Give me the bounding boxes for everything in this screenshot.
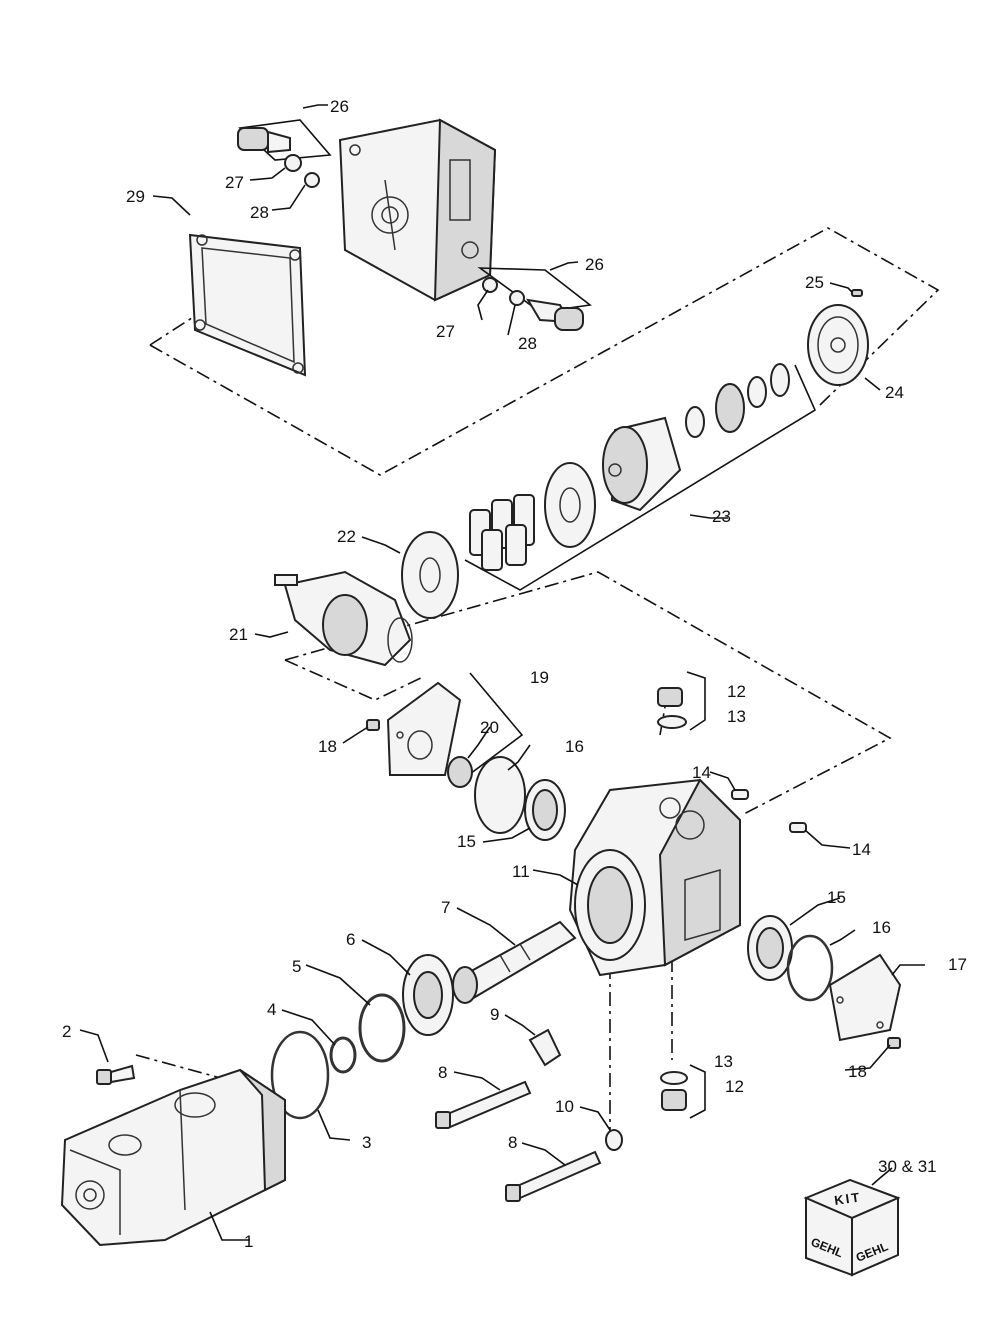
callout-18a: 18: [318, 737, 337, 756]
part-14-pin-lower: [789, 822, 807, 833]
part-21-swashplate: [274, 570, 413, 667]
part-5-retaining-ring: [358, 993, 406, 1063]
callout-24: 24: [885, 383, 904, 402]
callout-30-31: 30 & 31: [878, 1157, 937, 1176]
callout-15b: 15: [827, 888, 846, 907]
kit-top-label: KIT: [833, 1189, 862, 1208]
part-16-oring-lower: [786, 934, 834, 1002]
callout-17: 17: [948, 955, 967, 974]
callout-29: 29: [126, 187, 145, 206]
part-3-oring: [270, 1030, 330, 1120]
part-20-seal: [447, 756, 473, 788]
callout-14b: 14: [852, 840, 871, 859]
callout-3: 3: [362, 1133, 371, 1152]
callout-19: 19: [530, 668, 549, 687]
callout-20: 20: [480, 718, 499, 737]
part-26-relief-valve-upper: [237, 119, 332, 161]
part-27-oring-upper: [284, 154, 302, 172]
callout-27a: 27: [225, 173, 244, 192]
callout-6: 6: [346, 930, 355, 949]
callout-16b: 16: [872, 918, 891, 937]
part-15-bearing-lower: [747, 915, 793, 981]
part-18-bolt-lower: [887, 1037, 901, 1049]
part-13-oring-upper: [657, 715, 687, 729]
part-12-plug-upper: [657, 671, 706, 731]
part-4-snap-ring: [329, 1036, 357, 1074]
part-7-shaft: [452, 920, 577, 1004]
part-28-oring-upper: [304, 172, 320, 188]
callout-28a: 28: [250, 203, 269, 222]
callout-12a: 12: [727, 682, 746, 701]
callout-13a: 13: [727, 707, 746, 726]
kit-box: KIT GEHL GEHL: [803, 1178, 901, 1277]
leader-lines: [79, 104, 925, 1241]
part-18-bolt-upper: [366, 719, 380, 731]
callout-1: 1: [244, 1232, 253, 1251]
callout-4: 4: [267, 1000, 276, 1019]
callout-2: 2: [62, 1022, 71, 1041]
part-19-cover-plate: [386, 672, 524, 781]
callout-15a: 15: [457, 832, 476, 851]
part-17-cover: [828, 953, 902, 1042]
callout-8b: 8: [508, 1133, 517, 1152]
callout-10: 10: [555, 1097, 574, 1116]
callout-5: 5: [292, 957, 301, 976]
part-15-bearing-upper: [524, 779, 566, 841]
callout-18b: 18: [848, 1062, 867, 1081]
end-cover: [338, 118, 497, 302]
callout-26a: 26: [330, 97, 349, 116]
callout-28b: 28: [518, 334, 537, 353]
callout-23: 23: [712, 507, 731, 526]
part-10-washer: [605, 1129, 623, 1151]
callout-27b: 27: [436, 322, 455, 341]
callout-12b: 12: [725, 1077, 744, 1096]
callout-11: 11: [512, 862, 530, 881]
part-12-plug-lower: [661, 1064, 706, 1119]
part-6-bearing: [402, 954, 454, 1036]
part-2-bolt: [96, 1064, 136, 1085]
part-13-oring-lower: [660, 1071, 688, 1085]
part-28-oring-lower: [509, 290, 525, 306]
callout-21: 21: [229, 625, 248, 644]
part-27-oring-lower: [482, 277, 498, 293]
part-23-rotating-group: [464, 363, 817, 591]
callout-13b: 13: [714, 1052, 733, 1071]
part-29-gasket: [188, 233, 307, 377]
callout-labels: 1 2 3 4 5 6 7 8 8 9 10 11 12 12 13 13 14…: [62, 97, 967, 1251]
part-26-relief-valve-lower: [477, 267, 592, 331]
callout-16a: 16: [565, 737, 584, 756]
callout-14a: 14: [692, 763, 711, 782]
callout-22: 22: [337, 527, 356, 546]
part-24-valve-plate: [807, 304, 869, 386]
callout-8a: 8: [438, 1063, 447, 1082]
part-8-bolt-lower: [505, 1150, 602, 1202]
part-11-housing: [568, 778, 741, 977]
callout-7: 7: [441, 898, 450, 917]
callout-25: 25: [805, 273, 824, 292]
part-25-pin: [851, 289, 863, 297]
part-9-bracket: [528, 1028, 562, 1067]
part-8-bolt-upper: [435, 1080, 532, 1129]
callout-26b: 26: [585, 255, 604, 274]
part-1-gear-pump: [60, 1068, 286, 1247]
part-22-washer: [401, 531, 459, 619]
part-16-oring-upper: [474, 756, 526, 834]
part-14-pin-upper: [731, 789, 749, 800]
callout-9: 9: [490, 1005, 499, 1024]
